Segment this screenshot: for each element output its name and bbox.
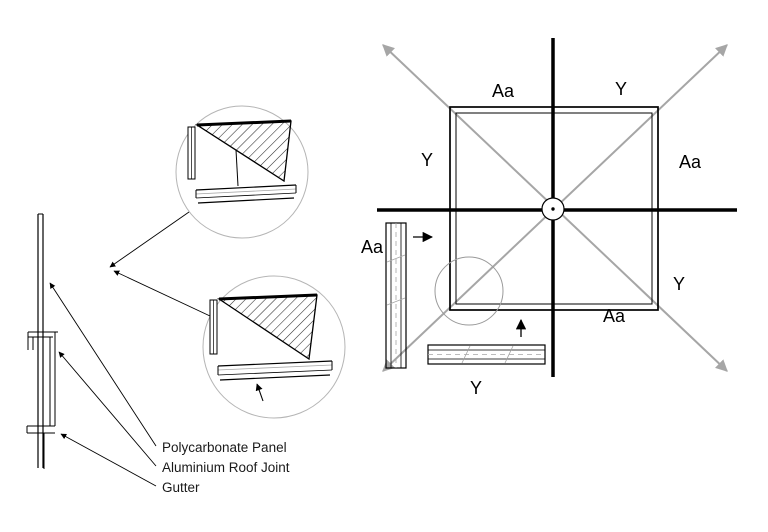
hatched-panel-2 (216, 294, 318, 361)
plan-view: Aa Y Y Aa Aa Y Aa Y (361, 38, 737, 398)
roof-outline-inner (455, 112, 653, 305)
joint-profile-1 (195, 184, 297, 204)
roof-outline-outer (449, 106, 659, 311)
detail-circle-2 (202, 275, 346, 419)
leader-line-gutter (60, 433, 157, 487)
callout-line-1 (109, 211, 190, 268)
label-y-bottom: Y (470, 378, 482, 398)
label-aa-left: Aa (361, 237, 384, 257)
gutter-profile (26, 425, 55, 469)
label-aa-right: Aa (679, 152, 702, 172)
label-aa-bottom: Aa (603, 306, 626, 326)
fastener-line-1 (235, 149, 239, 187)
horizontal-panel-strip (427, 344, 546, 365)
legend: Polycarbonate Panel Aluminium Roof Joint… (162, 440, 290, 495)
hatched-panel-1 (194, 120, 292, 183)
joint-arrow-2 (255, 383, 264, 402)
label-aa-top: Aa (492, 81, 515, 101)
vertical-panel-strip (385, 222, 407, 369)
section-view (26, 213, 58, 469)
label-y-right: Y (673, 274, 685, 294)
detail-view-2 (202, 275, 346, 419)
callout-line-2 (113, 270, 211, 317)
legend-label-roof-joint: Aluminium Roof Joint (162, 460, 290, 475)
leader-line-polycarbonate (49, 282, 157, 447)
detail-view-1 (175, 105, 309, 239)
panel-section-lines (37, 213, 44, 468)
joint-profile-2 (217, 360, 333, 381)
label-y-left: Y (421, 150, 433, 170)
legend-label-gutter: Gutter (162, 480, 200, 495)
leader-line-roof-joint (58, 351, 157, 467)
center-hub-dot (551, 207, 555, 211)
detail-indicator-circle (434, 256, 504, 326)
label-y-top: Y (615, 79, 627, 99)
detail-circle-1 (175, 105, 309, 239)
roof-joint-profile (27, 331, 58, 426)
legend-label-polycarbonate: Polycarbonate Panel (162, 440, 287, 455)
